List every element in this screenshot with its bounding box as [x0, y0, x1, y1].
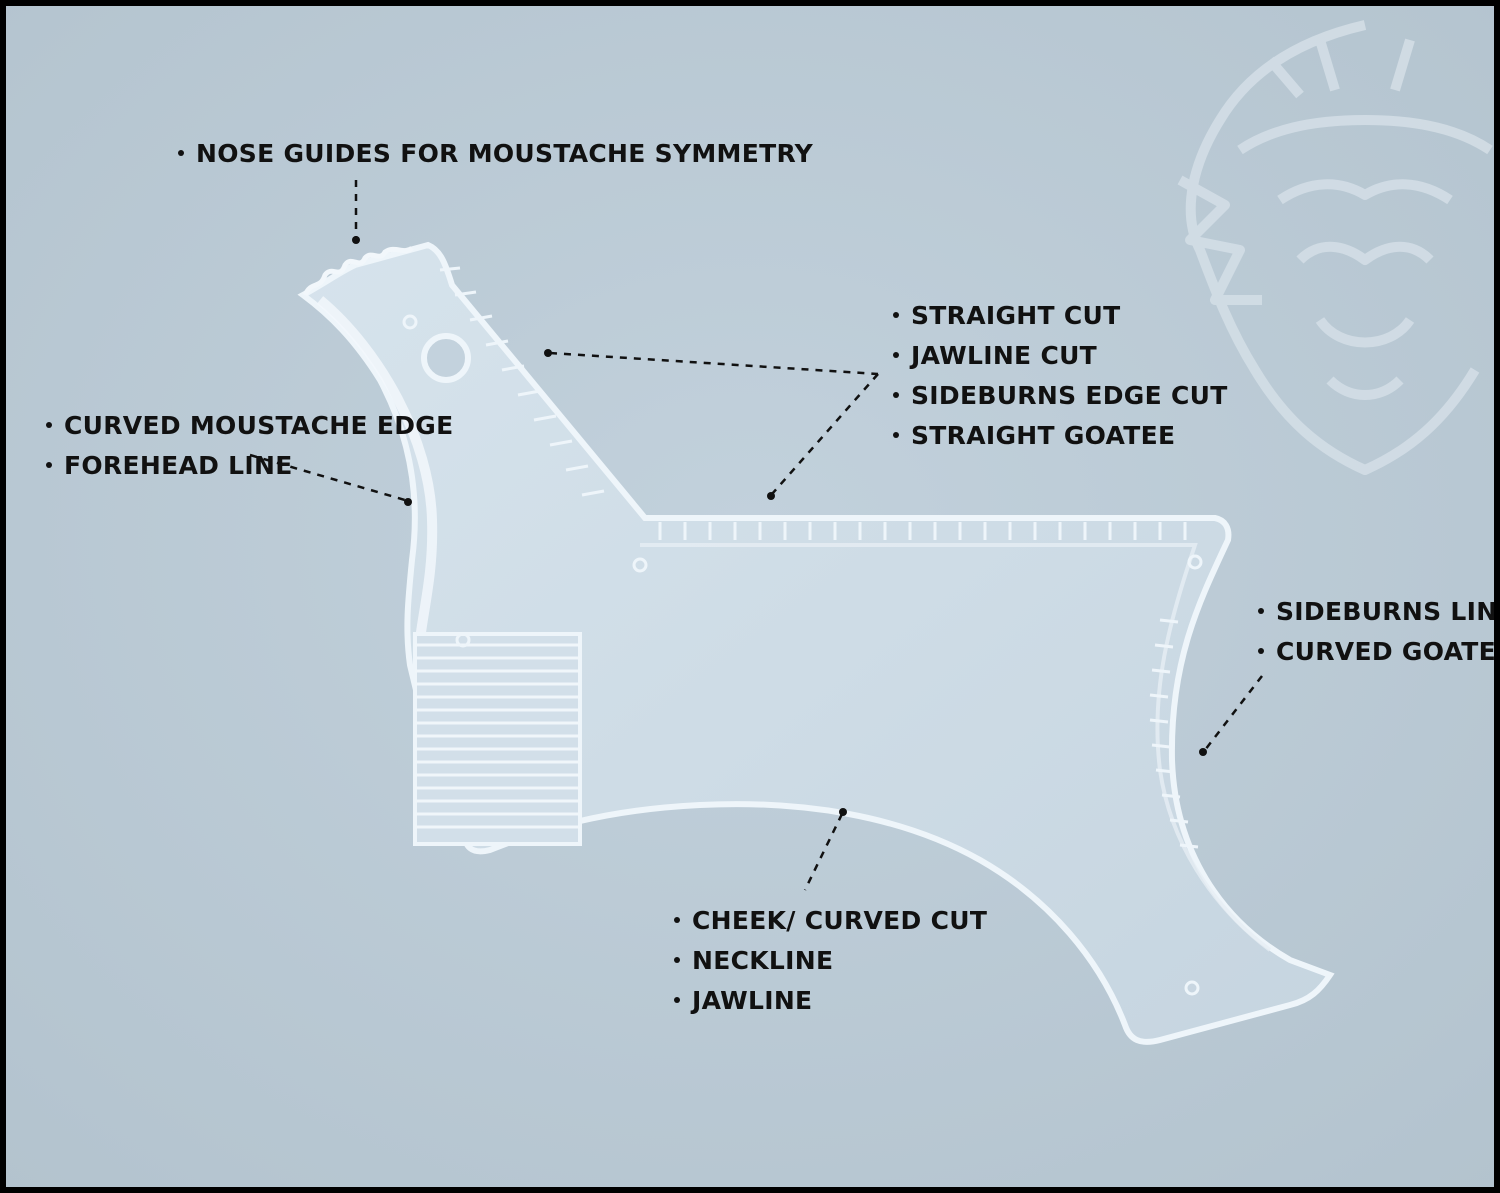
label-text: SIDEBURNS LINE: [1276, 597, 1494, 626]
comb-teeth: [413, 632, 582, 846]
label-text: NECKLINE: [692, 946, 834, 975]
label-text: STRAIGHT GOATEE: [911, 421, 1176, 450]
label-text: CHEEK/ CURVED CUT: [692, 906, 988, 935]
label-item: JAWLINE: [674, 981, 987, 1021]
label-text: FOREHEAD LINE: [64, 451, 293, 480]
label-item: JAWLINE CUT: [893, 336, 1228, 376]
nose-guides-labels: NOSE GUIDES FOR MOUSTACHE SYMMETRY: [178, 134, 813, 174]
label-text: NOSE GUIDES FOR MOUSTACHE SYMMETRY: [196, 139, 814, 168]
label-text: JAWLINE: [692, 986, 813, 1015]
straight-cut-labels: STRAIGHT CUT JAWLINE CUT SIDEBURNS EDGE …: [893, 296, 1228, 456]
label-text: JAWLINE CUT: [911, 341, 1098, 370]
label-item: FOREHEAD LINE: [46, 446, 453, 486]
lion-watermark-icon: [1177, 20, 1493, 475]
product-photo: [6, 6, 1494, 1187]
label-item: CHEEK/ CURVED CUT: [674, 901, 987, 941]
label-item: NECKLINE: [674, 941, 987, 981]
sideburns-labels: SIDEBURNS LINE CURVED GOATEE: [1258, 592, 1494, 672]
beard-template-tool: [297, 241, 1335, 1045]
label-text: CURVED MOUSTACHE EDGE: [64, 411, 454, 440]
photo-frame: NOSE GUIDES FOR MOUSTACHE SYMMETRY STRAI…: [6, 6, 1494, 1187]
label-item: NOSE GUIDES FOR MOUSTACHE SYMMETRY: [178, 134, 813, 174]
cheek-neckline-labels: CHEEK/ CURVED CUT NECKLINE JAWLINE: [674, 901, 987, 1021]
label-text: SIDEBURNS EDGE CUT: [911, 381, 1228, 410]
moustache-edge-labels: CURVED MOUSTACHE EDGE FOREHEAD LINE: [46, 406, 453, 486]
label-item: CURVED MOUSTACHE EDGE: [46, 406, 453, 446]
label-text: STRAIGHT CUT: [911, 301, 1121, 330]
ruler-ticks: [439, 266, 1199, 849]
label-item: STRAIGHT GOATEE: [893, 416, 1228, 456]
label-item: STRAIGHT CUT: [893, 296, 1228, 336]
label-item: CURVED GOATEE: [1258, 632, 1494, 672]
label-text: CURVED GOATEE: [1276, 637, 1494, 666]
hang-hole: [421, 333, 471, 383]
label-item: SIDEBURNS LINE: [1258, 592, 1494, 632]
label-item: SIDEBURNS EDGE CUT: [893, 376, 1228, 416]
